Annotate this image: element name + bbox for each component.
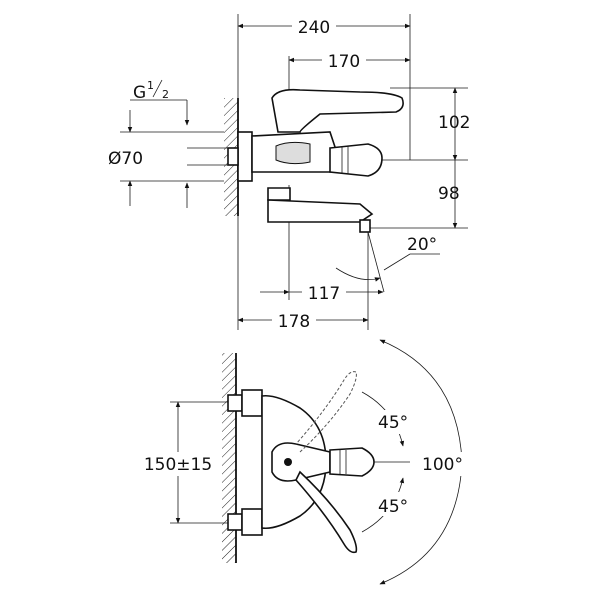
dim-center-distance-text: 150±15 [144,455,212,475]
angle-total-text: 100° [422,455,463,475]
dim-overall-width: 240 [237,16,411,38]
thread-sub: 2 [162,88,169,101]
side-view: 240 170 G 1 2 Ø70 [108,14,470,332]
dim-overall-width-text: 240 [298,18,330,38]
dim-spout-height-text: 98 [438,184,460,204]
wall-top [222,353,237,563]
dim-spout-reach: 117 [260,280,384,304]
angle-lower-text: 45° [378,497,408,517]
thread-callout: G 1 2 [130,79,230,208]
lever-ghost-positions [295,371,357,453]
top-view: 150±15 45° 45° 100° [138,339,474,585]
dim-spout-angle: 20° [335,231,440,293]
angle-upper-text: 45° [378,413,408,433]
angle-arcs: 45° 45° 100° [361,339,474,585]
thread-sup: 1 [147,79,154,92]
mixer-body-top [227,389,375,554]
dim-body-depth-text: 178 [278,312,310,332]
dim-lever-reach: 170 [288,50,411,72]
dim-flange-diameter-text: Ø70 [108,149,143,169]
dim-center-distance: 150±15 [138,401,218,524]
dim-body-depth: 178 [237,308,369,332]
dim-spout-angle-text: 20° [407,235,437,255]
dim-flange-diameter: Ø70 [108,110,224,206]
extension-lines-side [237,14,468,330]
thread-label: G [133,83,146,103]
dim-lever-height-text: 102 [438,113,470,133]
dim-vertical-right: 102 98 [438,87,470,229]
mixer-body-side [227,88,404,233]
dim-lever-reach-text: 170 [328,52,360,72]
dim-spout-reach-text: 117 [308,284,340,304]
